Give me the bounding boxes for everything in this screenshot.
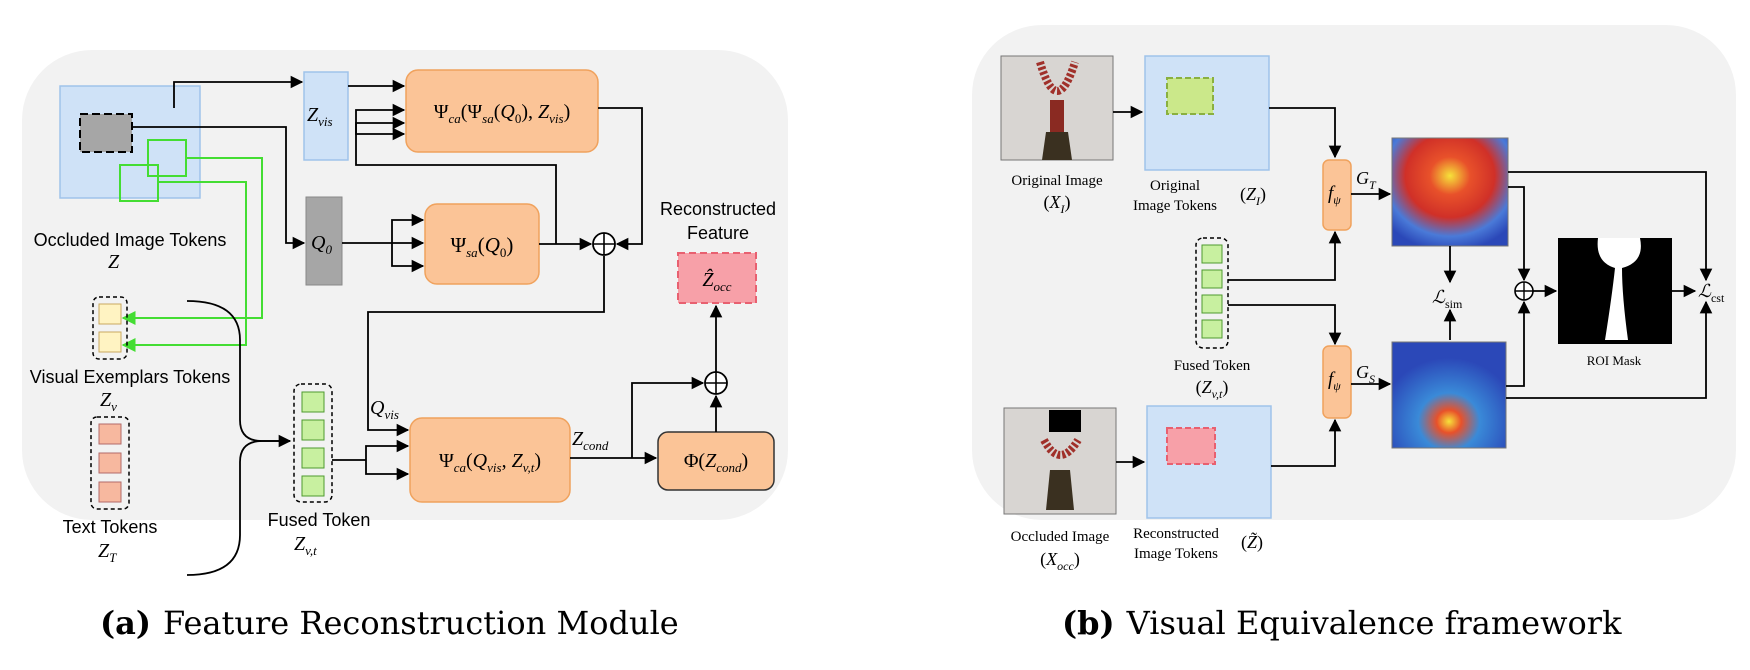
fused-token-2 (301, 419, 325, 441)
arrow-q0-to-sa-1 (391, 213, 425, 243)
arrow-gt-to-lcst (1508, 171, 1713, 282)
panel-b: Original Image (XI) Original Image Token… (972, 25, 1736, 573)
merge-bracket-top (186, 300, 290, 442)
visual-exemplar-token-2 (98, 331, 122, 353)
fused-token-3 (301, 447, 325, 469)
text-token-1 (98, 423, 122, 445)
exemplar-arrow-1 (121, 157, 263, 325)
arrow-skip-to-sum (631, 376, 705, 458)
roi-mask-label: ROI Mask (1587, 353, 1642, 368)
fused-token-b-1 (1201, 244, 1223, 264)
beads-strand (1050, 100, 1064, 134)
occluded-tokens-label: Occluded Image Tokens (34, 230, 227, 250)
occluded-tokens-symbol: Z (108, 251, 120, 273)
arrow-q0-to-sa-2 (391, 243, 425, 273)
fused-token-b-4 (1201, 319, 1223, 339)
cross-attention-top-label: Ψca(Ψsa(Q0), Zvis) (434, 101, 571, 126)
text-tokens-label: Text Tokens (63, 517, 158, 537)
reconstructed-tokens-label-1: Reconstructed (1133, 526, 1219, 542)
cross-attention-bottom-block (409, 417, 571, 503)
arrow-fused-to-ca-2 (365, 460, 410, 481)
fused-token-4 (301, 475, 325, 497)
q0-block (305, 196, 343, 286)
fused-token-group (293, 383, 333, 503)
visual-exemplars-label: Visual Exemplars Tokens (30, 367, 230, 387)
caption-a: (a) Feature Reconstruction Module (100, 604, 679, 642)
phi-label: Φ(Zcond) (684, 450, 748, 475)
reconstructed-feature-block (677, 252, 757, 304)
occluded-beads-loop (1040, 437, 1082, 459)
visual-exemplar-token-1 (98, 303, 122, 325)
occluded-image (1003, 407, 1117, 515)
reconstructed-tokens-label-2: Image Tokens (1134, 546, 1218, 562)
original-image (1000, 55, 1114, 161)
text-token-3 (98, 481, 122, 503)
arrow-fused-to-fpsi-top (1228, 230, 1342, 281)
g-t-heatmap (1391, 137, 1509, 247)
panel-a-background (22, 50, 788, 520)
arrow-fused-to-ca-1 (365, 439, 410, 460)
visual-exemplars-group (92, 296, 128, 360)
arrow-ca-top-to-sum (598, 107, 643, 251)
fused-token-b-3 (1201, 294, 1223, 314)
reconstructed-tokens-symbol: (Z̃) (1241, 532, 1263, 553)
g-s-heatmap (1391, 341, 1507, 449)
cross-attention-top-block (405, 69, 599, 153)
arrow-gs-to-lcst (1506, 300, 1713, 399)
tassel (1042, 132, 1072, 160)
fused-token-1 (301, 391, 325, 413)
arrow-gt-to-sum (1508, 186, 1531, 282)
panel-a: Occluded Image Tokens Z Visual Exemplars… (22, 50, 788, 576)
exemplar-arrow-2 (121, 181, 247, 352)
caption-b: (b) Visual Equivalence framework (1062, 604, 1622, 642)
original-token-patch (1166, 77, 1214, 115)
arrow-fused-to-fpsi-bottom (1228, 304, 1342, 346)
roi-mask-shape (1597, 238, 1641, 340)
caption-a-tag: (a) (100, 604, 151, 642)
arrow-z-to-q0 (132, 126, 306, 250)
arrow-tokens-to-fpsi-top (1269, 107, 1342, 159)
occlusion-black-box (1049, 410, 1081, 432)
fused-token-b-group (1195, 237, 1229, 349)
fused-token-symbol: Zv,t (294, 533, 317, 558)
caption-b-text: Visual Equivalence framework (1126, 604, 1622, 642)
arrow-sa-to-ca-top-3 (355, 123, 406, 141)
f-psi-bottom-block (1322, 345, 1352, 419)
z-vis-block (303, 71, 349, 161)
reconstructed-feature-label-1: Reconstructed (660, 199, 776, 219)
occluded-image-label: Occluded Image (1011, 529, 1110, 545)
fused-token-b-label: Fused Token (1174, 358, 1251, 374)
caption-b-tag: (b) (1062, 604, 1115, 642)
cross-attention-bottom-label: Ψca(Qvis, Zv,t) (439, 450, 541, 475)
reconstructed-feature-label-2: Feature (687, 223, 749, 243)
text-tokens-symbol: ZT (98, 540, 117, 565)
arrow-sum-to-ca-bottom (367, 256, 605, 437)
f-psi-top-block (1322, 159, 1352, 231)
reconstructed-token-patch (1166, 427, 1216, 465)
original-image-label: Original Image (1011, 173, 1103, 189)
original-tokens-label-2: Image Tokens (1133, 198, 1217, 214)
arrow-z-to-zvis (173, 75, 304, 108)
occlusion-patch (79, 113, 133, 153)
fused-token-b-2 (1201, 269, 1223, 289)
self-attention-label: Ψsa(Q0) (451, 233, 514, 260)
original-tokens-label-1: Original (1150, 178, 1200, 194)
occluded-tassel (1046, 470, 1074, 510)
merge-bracket-bottom (186, 440, 263, 576)
beads-loop (1036, 60, 1079, 95)
fused-token-label: Fused Token (268, 510, 371, 530)
arrow-sa-to-ca-top (355, 116, 557, 244)
text-token-2 (98, 452, 122, 474)
arrow-recon-to-fpsi-bottom (1271, 418, 1342, 467)
occluded-image-symbol: (Xocc) (1040, 549, 1080, 573)
arrow-sa-to-ca-top-2 (355, 103, 406, 123)
caption-a-text: Feature Reconstruction Module (163, 604, 679, 642)
text-tokens-group (90, 416, 130, 510)
arrow-gs-to-sum (1506, 300, 1531, 387)
